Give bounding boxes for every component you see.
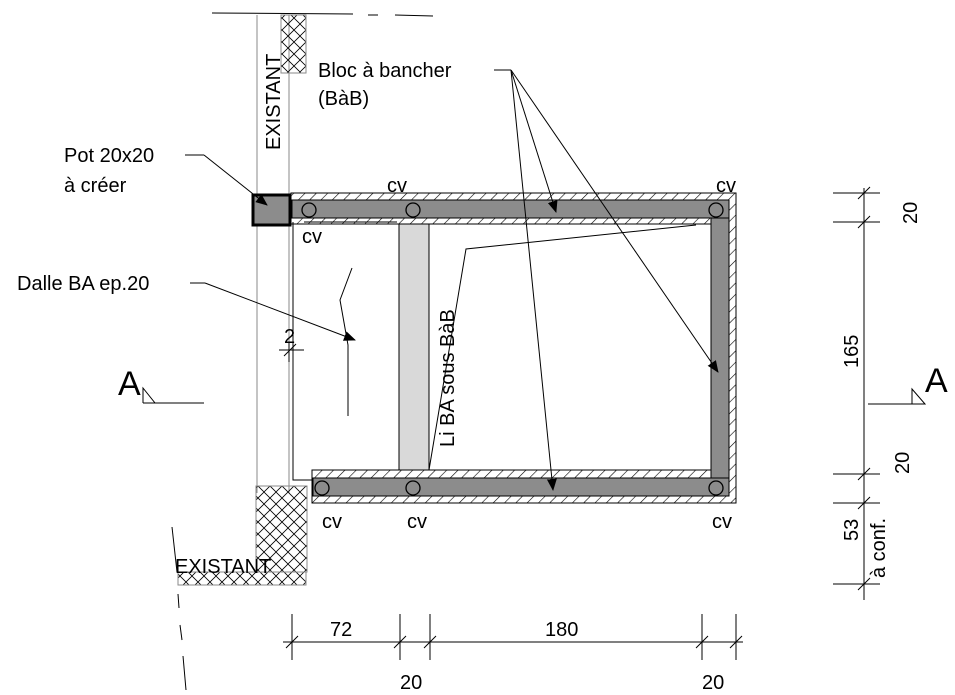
beam-li-ba bbox=[398, 223, 430, 471]
cv-label: cv bbox=[407, 511, 427, 533]
wall-right bbox=[710, 217, 730, 479]
cv-circle bbox=[314, 480, 330, 496]
section-mark-left bbox=[142, 386, 204, 404]
dim-72: 72 bbox=[330, 619, 352, 641]
existing-wall bbox=[177, 14, 308, 586]
cv-circle bbox=[405, 202, 421, 218]
label-existant-top: EXISTANT bbox=[263, 54, 285, 150]
label-bloc-line2: (BàB) bbox=[318, 88, 369, 110]
section-label-left: A bbox=[118, 365, 141, 403]
dim-20-right: 20 bbox=[702, 672, 724, 694]
dim-180: 180 bbox=[545, 619, 578, 641]
label-pot-line1: Pot 20x20 bbox=[64, 145, 154, 167]
label-bloc-line1: Bloc à bancher bbox=[318, 60, 452, 82]
outer-hatch-frame bbox=[290, 192, 737, 504]
label-dalle: Dalle BA ep.20 bbox=[17, 273, 149, 295]
dim-20-bottom: 20 bbox=[892, 452, 914, 474]
gap-dimension bbox=[279, 343, 304, 362]
slab-outline bbox=[292, 222, 312, 481]
cv-label: cv bbox=[712, 511, 732, 533]
vertical-dimensions bbox=[833, 186, 880, 600]
cv-markers bbox=[301, 202, 724, 496]
pot-20x20 bbox=[251, 193, 292, 227]
existing-top-hatch bbox=[280, 14, 307, 74]
wall-top bbox=[291, 199, 730, 219]
cv-label: cv bbox=[716, 175, 736, 197]
dim-gap: 2 bbox=[284, 326, 295, 348]
cv-label: cv bbox=[322, 511, 342, 533]
label-pot-line2: à créer bbox=[64, 175, 127, 197]
cv-label: cv bbox=[387, 175, 407, 197]
horizontal-dimensions bbox=[283, 614, 743, 660]
label-existant-bottom: EXISTANT bbox=[175, 556, 271, 578]
wall-bottom bbox=[312, 477, 730, 497]
dim-20-top: 20 bbox=[900, 202, 922, 224]
cv-circle bbox=[405, 480, 421, 496]
top-edge-lines bbox=[211, 12, 434, 17]
dim-165: 165 bbox=[841, 335, 863, 368]
bottom-left-edge bbox=[171, 526, 187, 691]
section-mark-right bbox=[868, 387, 927, 405]
cv-circle bbox=[708, 480, 724, 496]
leader-lines bbox=[185, 69, 719, 491]
existing-bottom-hatch-2 bbox=[177, 571, 307, 586]
dim-20-left: 20 bbox=[400, 672, 422, 694]
slab-break-line bbox=[339, 267, 353, 416]
existing-bottom-hatch bbox=[255, 485, 308, 573]
cv-circle bbox=[708, 202, 724, 218]
cv-circle bbox=[301, 202, 317, 218]
dim-a-conf: à conf. bbox=[868, 518, 890, 578]
cv-label: cv bbox=[302, 226, 322, 248]
dim-53: 53 bbox=[841, 519, 863, 541]
section-label-right: A bbox=[925, 362, 948, 400]
label-li-ba: Li BA sous BàB bbox=[437, 309, 459, 447]
